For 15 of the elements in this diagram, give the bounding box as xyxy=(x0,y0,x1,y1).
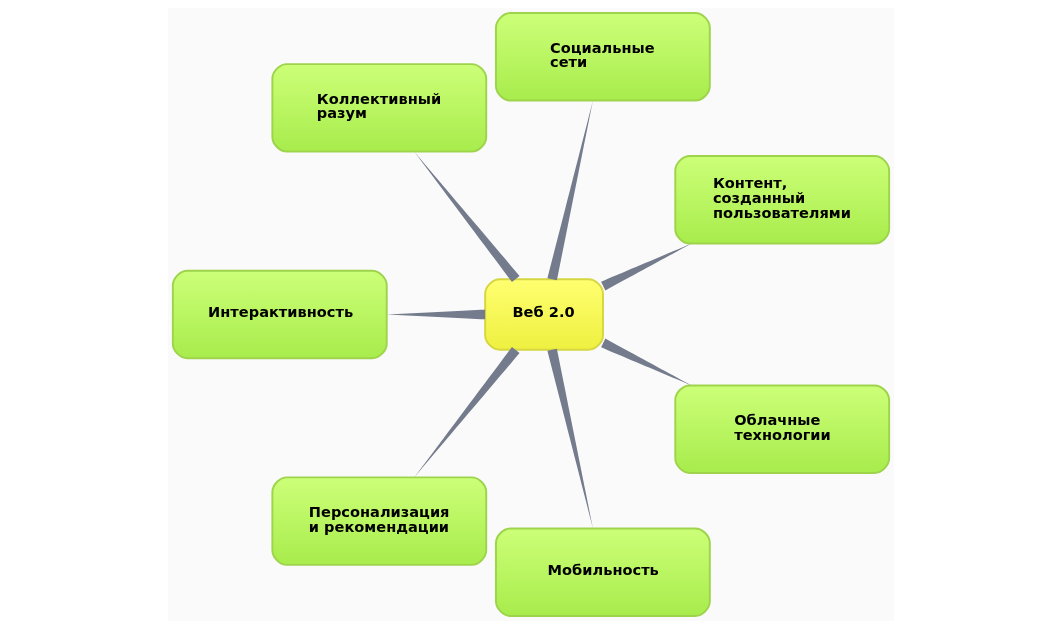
node-box: Коллективный разум xyxy=(270,63,487,153)
connector xyxy=(546,348,593,529)
connector xyxy=(600,243,691,291)
node-box: Веб 2.0 xyxy=(483,278,604,351)
node-box: Интерактивность xyxy=(171,269,388,360)
node-box: Контент, созданный пользователями xyxy=(673,155,890,245)
node-box: Облачные технологии xyxy=(673,384,890,474)
connector xyxy=(413,151,520,282)
node-box: Персонализация и рекомендации xyxy=(270,476,487,566)
node-box: Социальные сети xyxy=(494,12,711,102)
connector xyxy=(600,338,691,386)
connector xyxy=(413,347,520,478)
connector xyxy=(546,100,593,281)
node-box: Мобильность xyxy=(494,527,711,617)
connector xyxy=(386,309,485,320)
